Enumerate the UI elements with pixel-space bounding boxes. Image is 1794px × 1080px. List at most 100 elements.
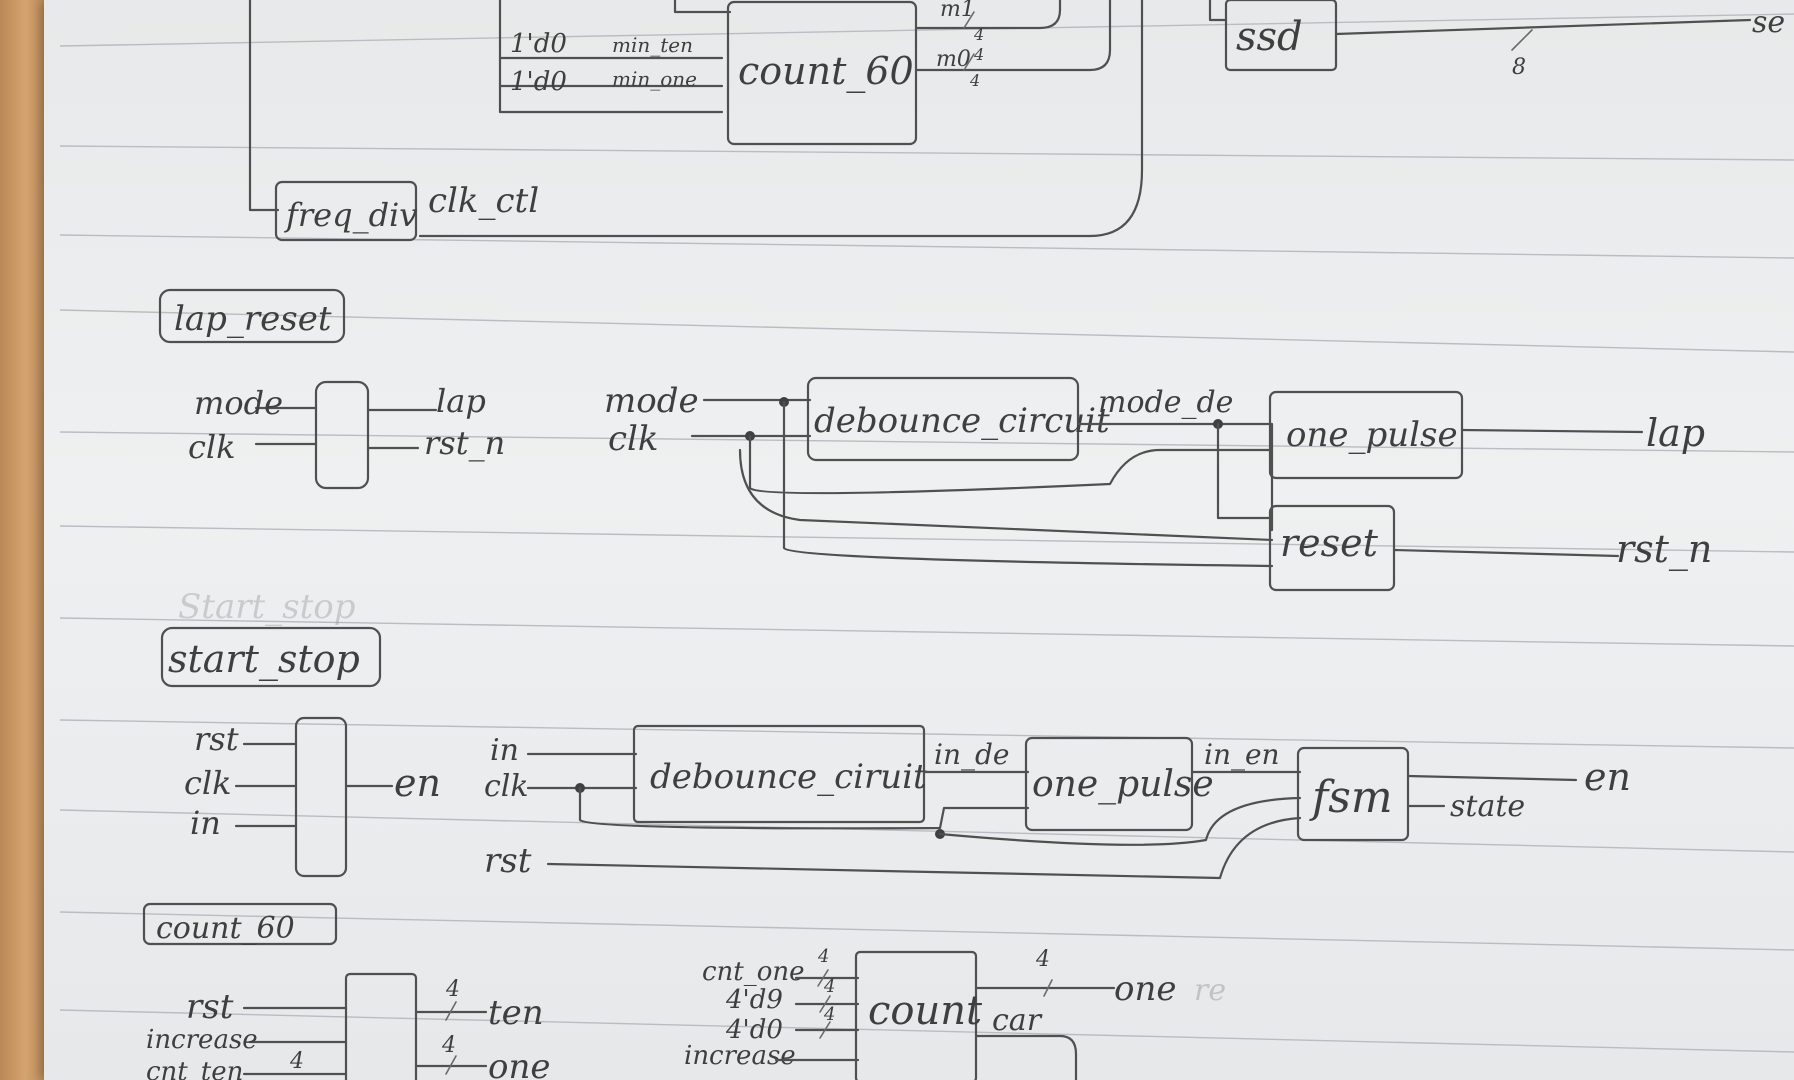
count-60-title: count_60 [156,911,295,946]
start-stop-ghost: Start_stop [178,587,356,627]
increase-label: increase [684,1041,796,1071]
debounce-circuit-block [806,376,1080,462]
debounce-ciruit-block [632,724,926,824]
ss-clk-label: clk [484,769,529,804]
label-min-one: min_one [612,67,697,91]
bus8-tick [1511,29,1533,51]
sym-out-en: en [394,761,441,805]
count-label: count [868,988,983,1034]
out-bus-label: 4 [1035,947,1050,972]
debounce-ciruit-label: debounce_ciruit [650,757,927,797]
out-one-label: one [1114,969,1177,1009]
reset-block [1268,504,1396,592]
mode-de-wire [1076,422,1274,532]
count-60-symbol [344,972,418,1080]
start-stop-symbol [294,716,348,878]
sym-in-clk-ss: clk [184,764,232,802]
fsm-en-wire [1406,774,1578,782]
freq-div-block [274,180,418,242]
start-stop-title: start_stop [168,637,360,682]
in-mode-label: mode [604,381,699,421]
count-block [854,950,978,1080]
mode-de-label: mode_de [1098,385,1233,420]
bus-ten-label: 4 [445,977,460,1002]
bus-tick-a [817,969,829,987]
in-en-label: in_en [1204,738,1280,771]
label-bus4-c: 4 [969,71,980,90]
clk-to-reset [738,448,1274,542]
bus-b-label: 4 [823,976,835,997]
sym-in-rst: rst [194,720,239,758]
sym-out-ten: ten [488,993,544,1033]
label-m1: m1 [940,0,975,22]
count-60-title-box [142,902,338,946]
mode-de-to-reset [1216,422,1274,520]
one-pulse-label-lap: one_pulse [1286,415,1458,455]
ss-in-label: in [490,733,519,768]
lap-reset-title-box [158,288,346,344]
out-bus-tick [1043,979,1053,997]
ghost-re-label: re [1194,973,1226,1008]
ssd-input-wire [1208,0,1228,22]
label-1d0-ten: 1'd0 [510,29,567,59]
fsm-label: fsm [1309,772,1393,823]
one-pulse-label-ss: one_pulse [1032,764,1214,805]
sym-in-rst-c: rst [186,987,234,1027]
sym-in-clk: clk [188,428,236,466]
m0-wire [914,0,1112,72]
bus-tick-c [819,1021,831,1039]
count-60-section: count_60 rst increase cnt_ten 4 4 4 ten … [142,902,1226,1080]
label-1d0-one: 1'd0 [510,67,567,97]
label-min-ten: min_ten [612,33,693,57]
m0-bus-tick [963,53,975,71]
debounce-circuit-label: debounce_circuit [814,401,1110,441]
clk-ctl-loop [418,0,1144,238]
ss-clk-to-one-pulse [578,786,1030,830]
clk-to-one-pulse [748,434,1272,495]
state-label: state [1450,789,1525,824]
car-wire [974,1034,1078,1080]
sym-in-increase: increase [146,1025,258,1055]
one-pulse-block-lap [1268,390,1464,480]
label-bus4-a: 4 [973,25,984,44]
count60-input-bracket [498,0,724,114]
ruled-lines [59,13,1794,1053]
count60-top-wire [673,0,732,14]
d0-label: 4'd0 [725,1015,783,1045]
d9-label: 4'd9 [725,985,783,1015]
lap-out-wire [1460,428,1644,434]
bus-tick-b [819,995,831,1013]
sym-in-in: in [190,804,221,842]
sym-in-mode: mode [194,384,283,422]
in-clk-label: clk [608,419,659,459]
ss-rst-label: rst [484,841,532,881]
label-ssd-out: se [1752,5,1785,40]
cnt-one-label: cnt_one [702,957,805,987]
label-clk-ctl: clk_ctl [428,181,539,221]
one-pulse-block-ss [1024,736,1194,832]
reset-label: reset [1280,521,1379,565]
out-rstn-label: rst_n [1616,527,1712,572]
count-60-block [726,0,918,146]
one-bus-tick [445,1055,457,1075]
start-stop-section: Start_stop start_stop rst clk in en in c… [160,587,1631,881]
ssd-output-wire [1334,18,1752,36]
m1-wire [914,0,1062,30]
sym-out-one: one [488,1047,551,1080]
bus-c-label: 4 [823,1004,835,1025]
lap-reset-symbol [314,380,370,490]
label-bus8: 8 [1512,55,1526,80]
bus-a-label: 4 [817,946,829,967]
label-bus4-b: 4 [973,45,984,64]
label-count-60: count_60 [738,49,914,94]
ss-clk-to-fsm [938,796,1302,846]
ten-bus-tick [445,1001,457,1021]
sym-out-lap: lap [436,382,486,420]
m1-bus-tick [963,11,975,29]
lap-reset-title: lap_reset [174,299,332,339]
notebook-page [44,0,1794,1080]
top-section: 1'd0 min_ten 1'd0 min_one count_60 m1 m0… [248,0,1785,242]
out-en-label: en [1584,755,1631,799]
bus-in-label: 4 [289,1049,304,1074]
